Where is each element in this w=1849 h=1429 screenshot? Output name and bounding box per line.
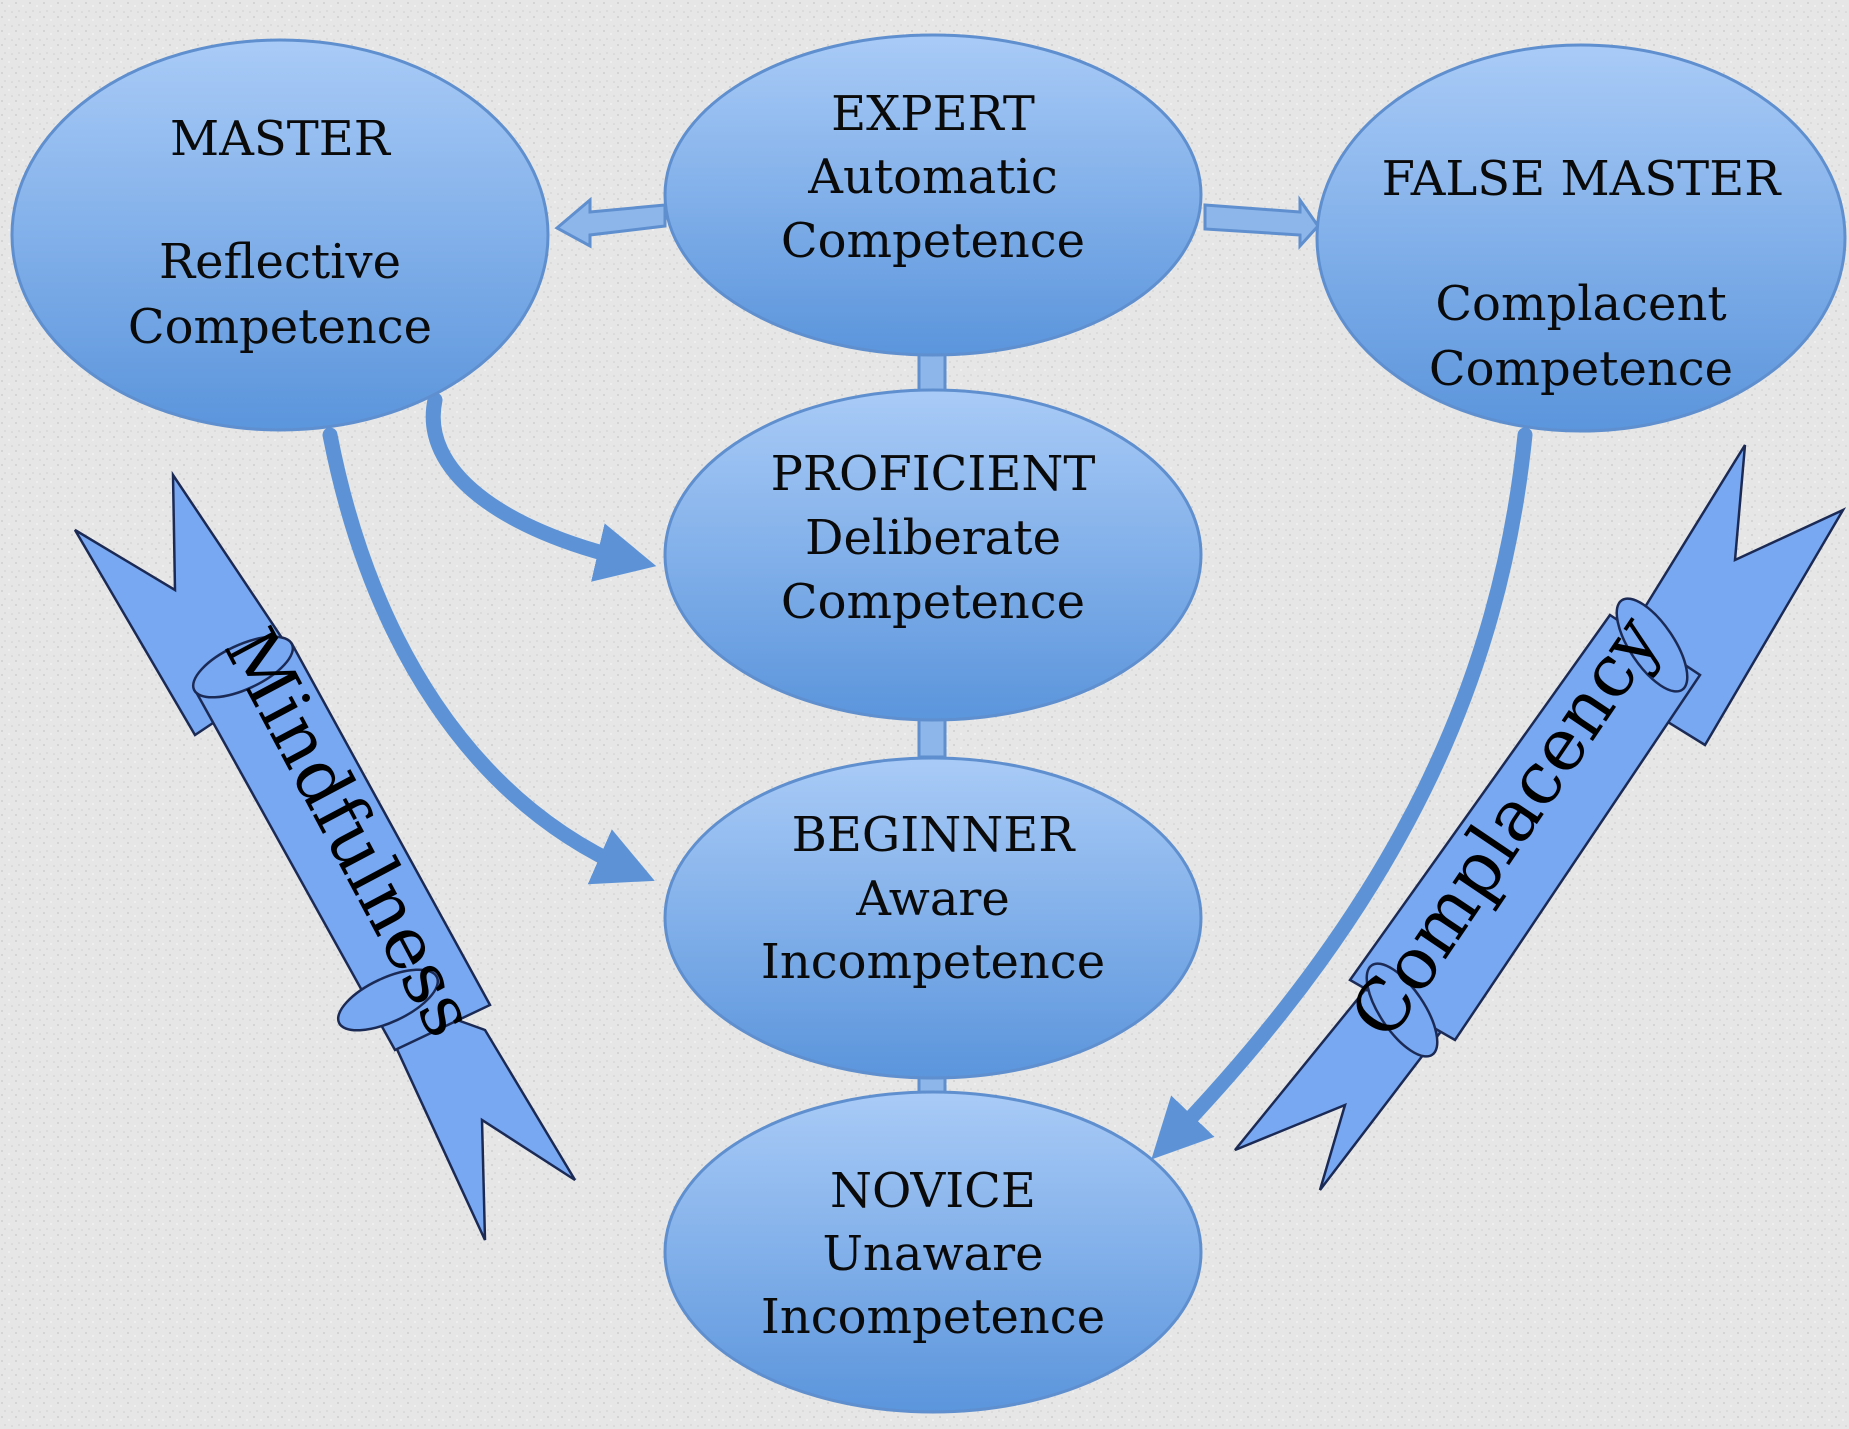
curved-arrows [322, 392, 1533, 1160]
node-novice-shape [663, 1090, 1203, 1414]
node-novice-line1: Unaware [822, 1226, 1043, 1282]
node-master: MASTER Reflective Competence [10, 38, 550, 432]
node-proficient-shape [663, 388, 1203, 722]
complacency-ribbon-curl-bottom [1365, 962, 1439, 1058]
node-master-line1: Reflective [159, 234, 401, 290]
arrow-master-to-beginner [322, 427, 655, 885]
node-proficient-line2: Competence [781, 574, 1085, 630]
node-false-master: FALSE MASTER Complacent Competence [1315, 43, 1847, 433]
node-expert-line2: Competence [781, 213, 1085, 269]
node-beginner-line1: Aware [855, 871, 1010, 927]
node-expert-line1: Automatic [807, 149, 1057, 205]
node-novice-title: NOVICE [830, 1163, 1036, 1219]
node-beginner-shape [663, 756, 1203, 1080]
node-novice: NOVICE Unaware Incompetence [663, 1090, 1203, 1414]
node-expert-shape [663, 33, 1203, 357]
node-novice-line2: Incompetence [761, 1289, 1105, 1345]
node-master-line2: Competence [128, 299, 432, 355]
node-proficient-title: PROFICIENT [771, 446, 1096, 502]
arrow-false-master-to-novice [1151, 427, 1533, 1160]
node-expert-title: EXPERT [831, 86, 1035, 142]
node-master-shape [10, 38, 550, 432]
node-false-master-shape [1315, 43, 1847, 433]
arrow-master-to-proficient [425, 392, 657, 582]
node-proficient-line1: Deliberate [805, 510, 1061, 566]
mindfulness-ribbon-curl-bottom [336, 968, 440, 1032]
mindfulness-ribbon-curl-top [191, 635, 295, 699]
arrow-expert-to-master [554, 196, 667, 249]
node-expert: EXPERT Automatic Competence [663, 33, 1203, 357]
node-beginner-title: BEGINNER [792, 807, 1077, 863]
complacency-ribbon-curl-top [1615, 597, 1689, 693]
node-false-master-line1: Complacent [1435, 276, 1726, 332]
node-beginner: BEGINNER Aware Incompetence [663, 756, 1203, 1080]
node-proficient: PROFICIENT Deliberate Competence [663, 388, 1203, 722]
arrow-expert-to-false-master [1203, 195, 1320, 250]
node-false-master-line2: Competence [1429, 341, 1733, 397]
node-master-title: MASTER [170, 111, 392, 167]
node-false-master-title: FALSE MASTER [1382, 151, 1783, 207]
node-beginner-line2: Incompetence [761, 934, 1105, 990]
